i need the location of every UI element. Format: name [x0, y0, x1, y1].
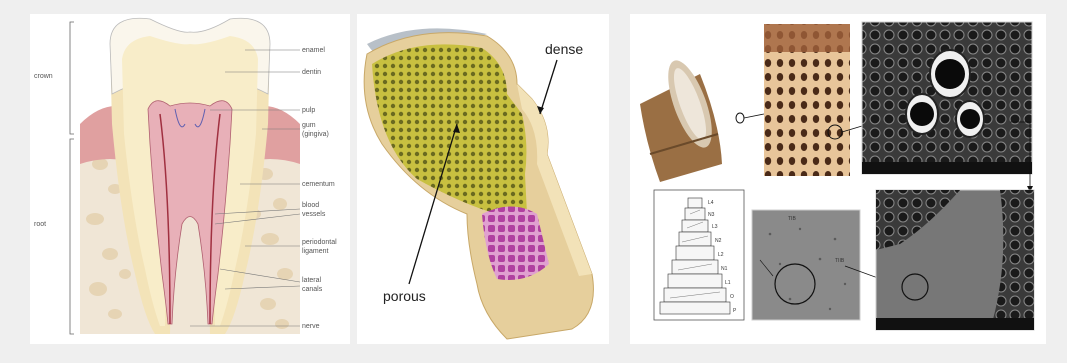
- label-vessels: vessels: [302, 211, 326, 218]
- bamboo-structure-panel: L4 N3 L3 N2 L2 N1 L1 O P TIB TIIB: [630, 14, 1046, 344]
- sem-label-tiib: TIIB: [835, 258, 845, 264]
- layer-label-l4: L4: [708, 200, 714, 206]
- label-periodontal: periodontal: [302, 239, 337, 246]
- layer-label-l3: L3: [712, 224, 718, 230]
- label-gingiva: (gingiva): [302, 131, 329, 138]
- porous-label: porous: [383, 288, 426, 304]
- layer-label-n2: N2: [715, 238, 722, 244]
- layer-label-l2: L2: [718, 252, 724, 258]
- label-enamel: enamel: [302, 47, 325, 54]
- label-ligament: ligament: [302, 248, 329, 255]
- dense-label: dense: [545, 41, 583, 57]
- layer-label-n3: N3: [708, 212, 715, 218]
- layer-label-o: O: [730, 294, 734, 300]
- bone-diagram-panel: dense porous: [357, 14, 609, 344]
- label-cementum: cementum: [302, 181, 335, 188]
- sem-label-tib: TIB: [788, 216, 796, 222]
- region-label-crown: crown: [34, 73, 53, 80]
- label-dentin: dentin: [302, 69, 321, 76]
- region-label-root: root: [34, 221, 46, 228]
- label-lateral: lateral: [302, 277, 322, 284]
- label-canals: canals: [302, 286, 323, 293]
- layer-label-n1: N1: [721, 266, 728, 272]
- label-blood: blood: [302, 202, 319, 209]
- label-nerve: nerve: [302, 323, 320, 330]
- label-pulp: pulp: [302, 107, 315, 114]
- layer-label-l1: L1: [725, 280, 731, 286]
- label-gum: gum: [302, 122, 316, 129]
- tooth-diagram-panel: crown root enamel dentin pulp gum (gingi…: [30, 14, 350, 344]
